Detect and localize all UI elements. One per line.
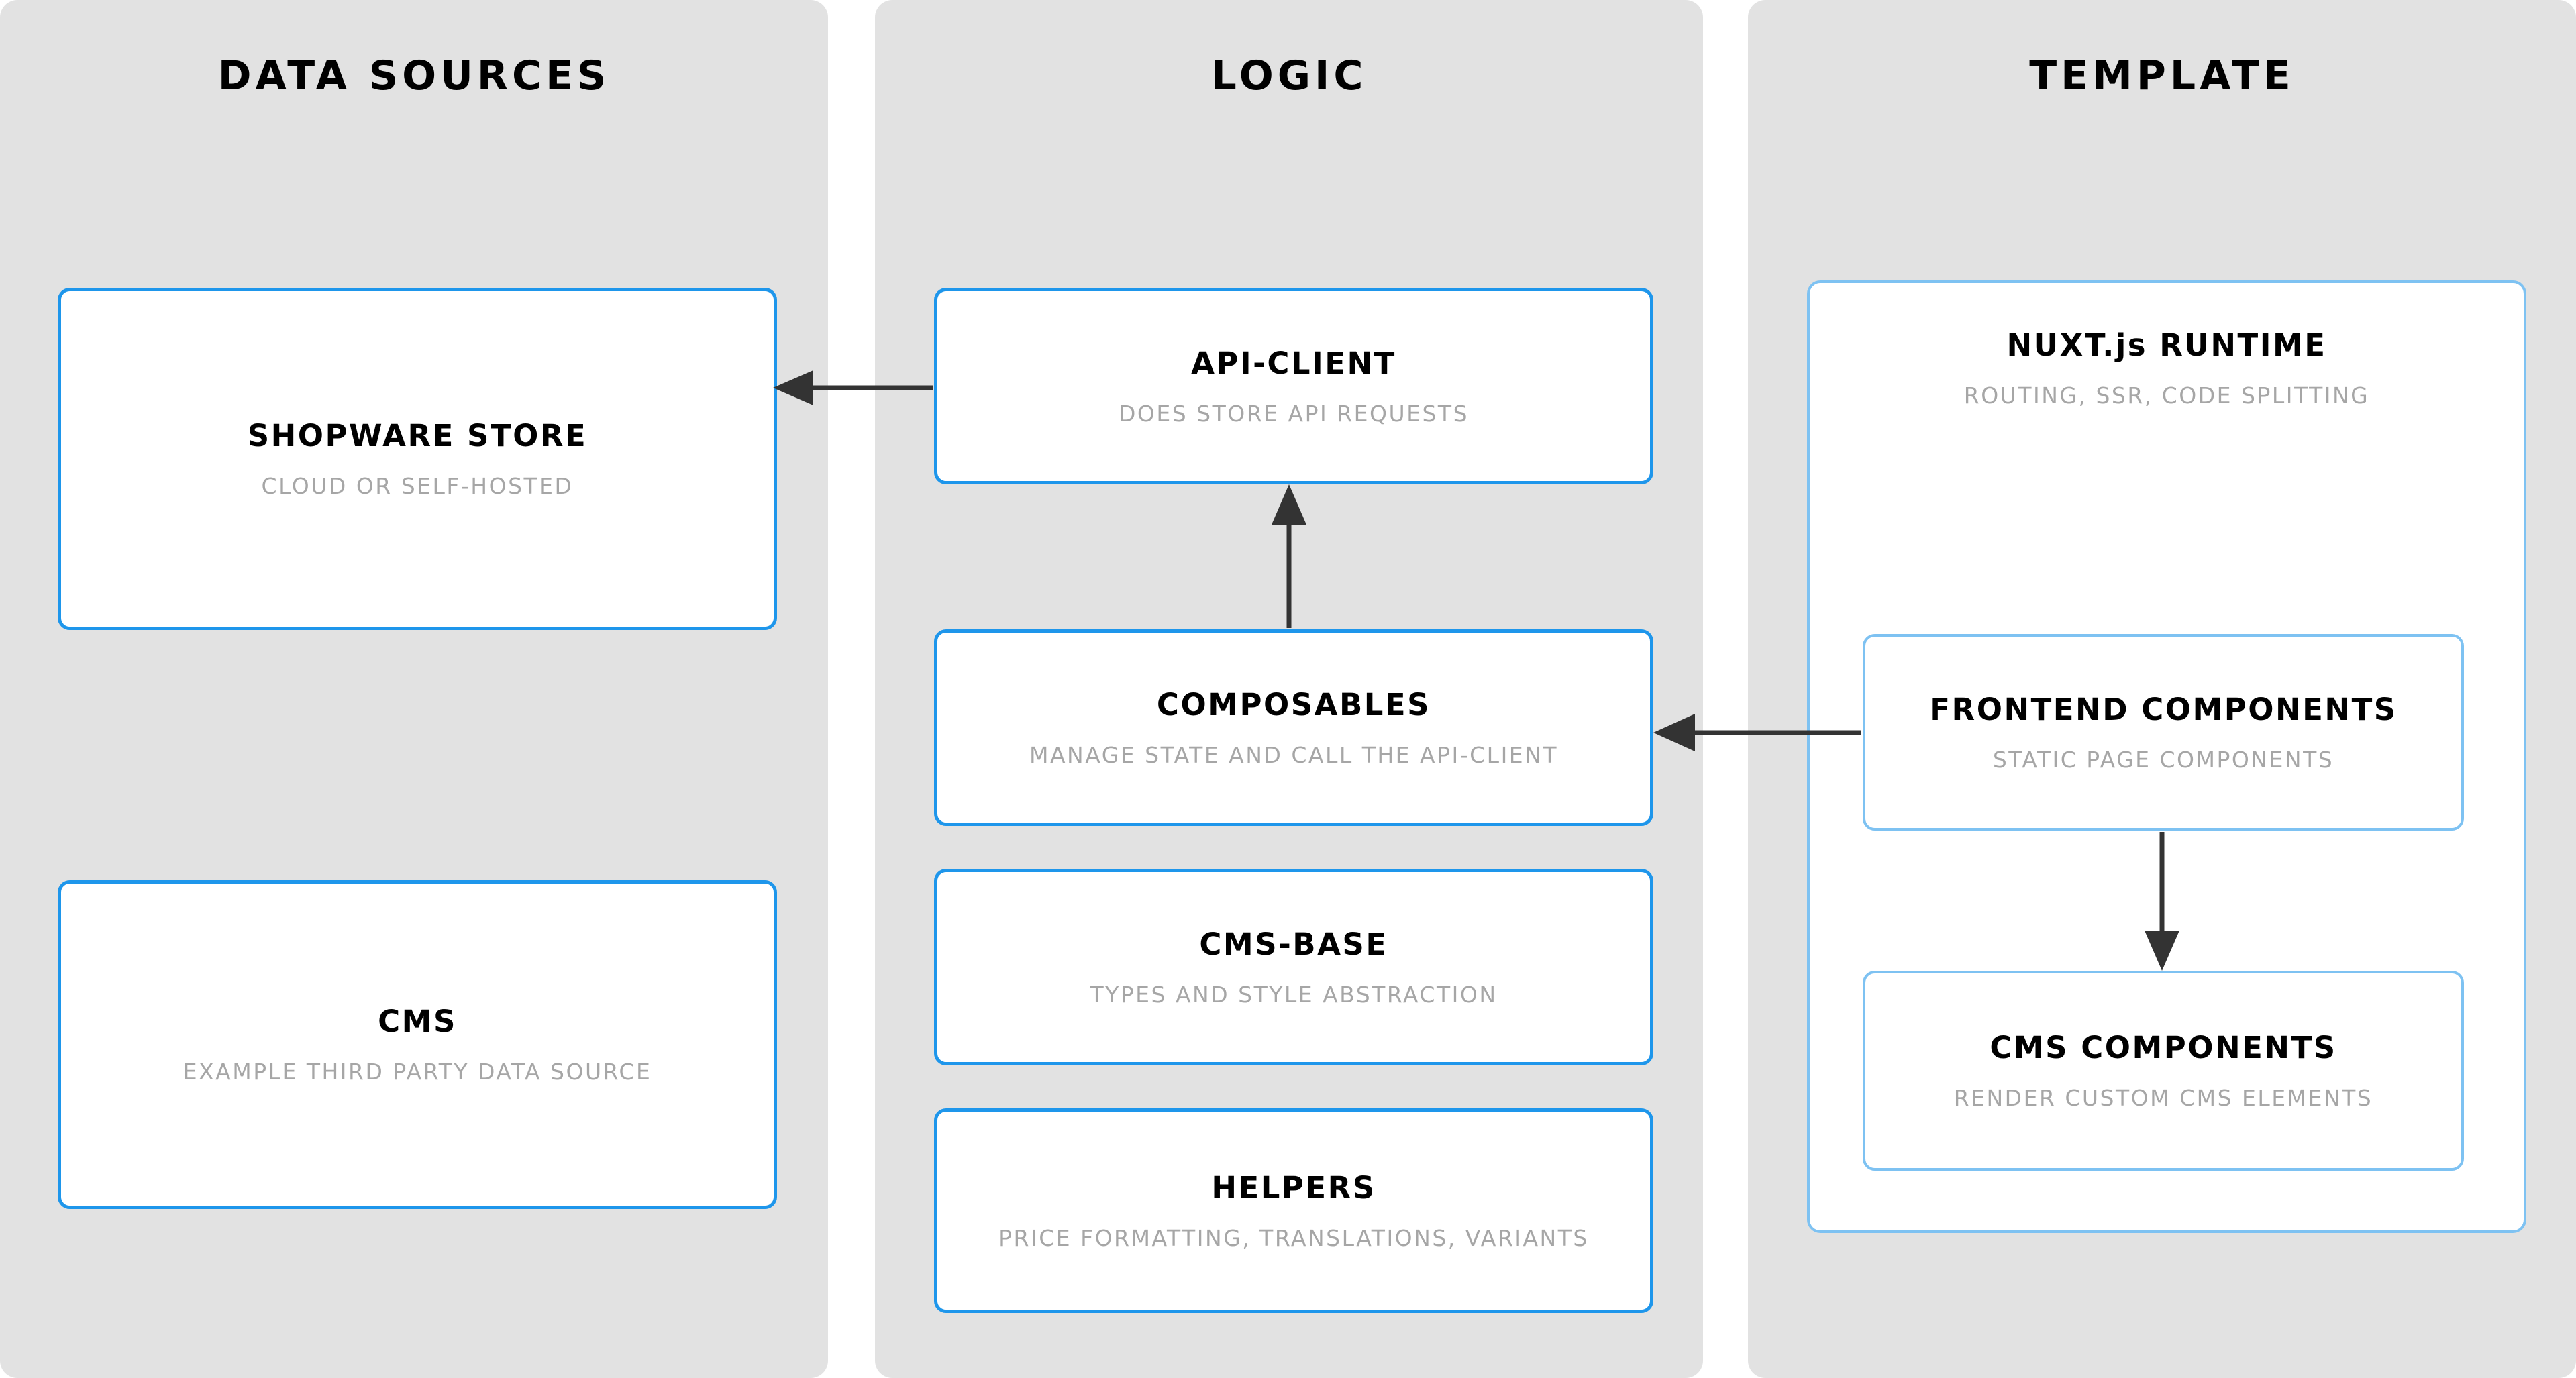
node-cms[interactable]: CMS EXAMPLE THIRD PARTY DATA SOURCE <box>58 880 777 1209</box>
node-cms-components-subtitle: RENDER CUSTOM CMS ELEMENTS <box>1953 1085 2373 1111</box>
node-shopware-store-title: SHOPWARE STORE <box>247 418 588 454</box>
node-helpers[interactable]: HELPERS PRICE FORMATTING, TRANSLATIONS, … <box>934 1108 1653 1313</box>
column-title-logic: LOGIC <box>1210 52 1368 99</box>
node-composables[interactable]: COMPOSABLES MANAGE STATE AND CALL THE AP… <box>934 629 1653 826</box>
node-shopware-store[interactable]: SHOPWARE STORE CLOUD OR SELF-HOSTED <box>58 288 777 630</box>
node-cms-subtitle: EXAMPLE THIRD PARTY DATA SOURCE <box>183 1059 652 1085</box>
node-frontend-components-title: FRONTEND COMPONENTS <box>1929 691 2398 727</box>
node-helpers-subtitle: PRICE FORMATTING, TRANSLATIONS, VARIANTS <box>998 1224 1589 1251</box>
node-nuxt-runtime-subtitle: ROUTING, SSR, CODE SPLITTING <box>1963 382 2370 409</box>
node-cms-base[interactable]: CMS-BASE TYPES AND STYLE ABSTRACTION <box>934 869 1653 1065</box>
node-cms-components[interactable]: CMS COMPONENTS RENDER CUSTOM CMS ELEMENT… <box>1863 971 2464 1171</box>
node-helpers-title: HELPERS <box>1211 1169 1376 1206</box>
column-title-template: TEMPLATE <box>2029 52 2295 99</box>
node-api-client-title: API-CLIENT <box>1191 345 1396 381</box>
node-frontend-components[interactable]: FRONTEND COMPONENTS STATIC PAGE COMPONEN… <box>1863 634 2464 831</box>
column-title-data-sources: DATA SOURCES <box>217 52 611 99</box>
node-frontend-components-subtitle: STATIC PAGE COMPONENTS <box>1992 746 2334 773</box>
node-composables-title: COMPOSABLES <box>1156 686 1431 723</box>
node-cms-components-title: CMS COMPONENTS <box>1990 1030 2337 1065</box>
node-cms-base-subtitle: TYPES AND STYLE ABSTRACTION <box>1090 981 1498 1008</box>
node-api-client[interactable]: API-CLIENT DOES STORE API REQUESTS <box>934 288 1653 484</box>
node-composables-subtitle: MANAGE STATE AND CALL THE API-CLIENT <box>1029 741 1558 768</box>
node-cms-title: CMS <box>378 1004 457 1039</box>
node-api-client-subtitle: DOES STORE API REQUESTS <box>1118 400 1470 427</box>
node-nuxt-runtime-title: NUXT.js RUNTIME <box>2006 327 2327 363</box>
node-cms-base-title: CMS-BASE <box>1199 926 1388 962</box>
node-shopware-store-subtitle: CLOUD OR SELF-HOSTED <box>261 473 574 499</box>
